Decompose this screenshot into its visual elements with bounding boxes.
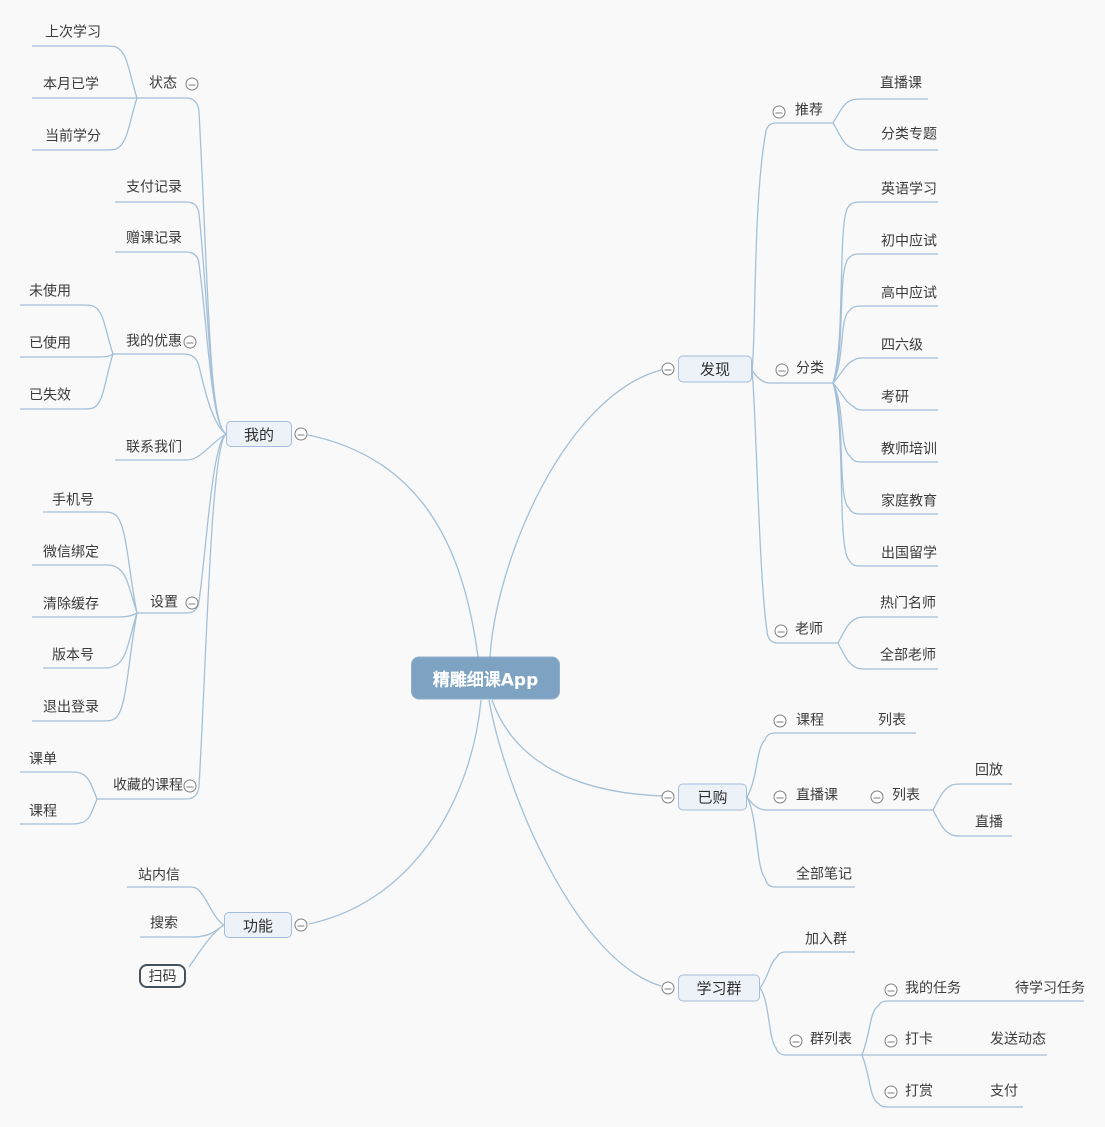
node-last-study[interactable]: 上次学习 (45, 24, 101, 41)
node-wechat-binding[interactable]: 微信绑定 (43, 544, 99, 561)
node-contact-us[interactable]: 联系我们 (126, 439, 182, 456)
node-reward[interactable]: 打赏 (905, 1083, 933, 1100)
node-study-abroad[interactable]: 出国留学 (881, 545, 937, 562)
node-check-in[interactable]: 打卡 (905, 1031, 933, 1048)
node-coupon-expired[interactable]: 已失效 (29, 387, 71, 404)
root-topic[interactable]: 精雕细课App (411, 656, 560, 700)
node-logout[interactable]: 退出登录 (43, 699, 99, 716)
topic-features[interactable]: 功能 (224, 912, 292, 938)
node-cet46[interactable]: 四六级 (881, 337, 923, 354)
collapse-icon-recommend[interactable] (772, 105, 786, 119)
node-settings[interactable]: 设置 (150, 594, 178, 611)
node-purchased-live[interactable]: 直播课 (796, 787, 838, 804)
node-family-education[interactable]: 家庭教育 (881, 493, 937, 510)
collapse-icon-category[interactable] (775, 363, 789, 377)
collapse-icon-my-tasks[interactable] (884, 983, 898, 997)
topic-purchased[interactable]: 已购 (678, 783, 747, 811)
node-version-number[interactable]: 版本号 (52, 647, 94, 664)
collapse-icon-settings[interactable] (185, 596, 199, 610)
node-courses-list[interactable]: 列表 (878, 712, 906, 729)
collapse-icon-features[interactable] (294, 918, 308, 932)
node-all-notes[interactable]: 全部笔记 (796, 866, 852, 883)
collapse-icon-purchased-live[interactable] (773, 790, 787, 804)
node-favorite-courses[interactable]: 收藏的课程 (113, 777, 183, 794)
node-course-list-fav[interactable]: 课单 (29, 751, 57, 768)
node-purchased-courses[interactable]: 课程 (796, 712, 824, 729)
node-status[interactable]: 状态 (149, 75, 177, 92)
node-send-update[interactable]: 发送动态 (990, 1031, 1046, 1048)
node-live[interactable]: 直播 (975, 814, 1003, 831)
node-hot-teachers[interactable]: 热门名师 (880, 595, 936, 612)
collapse-icon-check-in[interactable] (884, 1034, 898, 1048)
collapse-icon-coupons[interactable] (183, 335, 197, 349)
node-site-message[interactable]: 站内信 (138, 867, 180, 884)
node-coupon-unused[interactable]: 未使用 (29, 283, 71, 300)
node-category[interactable]: 分类 (796, 360, 824, 377)
node-phone-number[interactable]: 手机号 (52, 492, 94, 509)
node-my-tasks[interactable]: 我的任务 (905, 980, 961, 997)
node-senior-exam[interactable]: 高中应试 (881, 285, 937, 302)
node-category-topics[interactable]: 分类专题 (881, 126, 937, 143)
topic-study-group[interactable]: 学习群 (678, 974, 760, 1002)
collapse-icon-purchased-courses[interactable] (773, 714, 787, 728)
collapse-icon-group-list[interactable] (789, 1034, 803, 1048)
node-current-credits[interactable]: 当前学分 (45, 128, 101, 145)
node-junior-exam[interactable]: 初中应试 (881, 233, 937, 250)
collapse-icon-status[interactable] (185, 77, 199, 91)
node-teacher-training[interactable]: 教师培训 (881, 441, 937, 458)
node-group-list[interactable]: 群列表 (810, 1031, 852, 1048)
node-search[interactable]: 搜索 (150, 915, 178, 932)
node-coupon-used[interactable]: 已使用 (29, 335, 71, 352)
node-my-coupons[interactable]: 我的优惠 (126, 333, 182, 350)
collapse-icon-favorites[interactable] (183, 779, 197, 793)
collapse-icon-study-group[interactable] (661, 981, 675, 995)
node-payment-records[interactable]: 支付记录 (126, 179, 182, 196)
node-month-studied[interactable]: 本月已学 (43, 76, 99, 93)
collapse-icon-teachers[interactable] (774, 624, 788, 638)
node-pay[interactable]: 支付 (990, 1083, 1018, 1100)
node-replay[interactable]: 回放 (975, 762, 1003, 779)
node-gift-records[interactable]: 赠课记录 (126, 230, 182, 247)
node-join-group[interactable]: 加入群 (805, 931, 847, 948)
collapse-icon-my[interactable] (294, 427, 308, 441)
node-teachers[interactable]: 老师 (795, 621, 823, 638)
collapse-icon-live-list[interactable] (870, 790, 884, 804)
node-course-fav[interactable]: 课程 (29, 803, 57, 820)
node-live-list[interactable]: 列表 (892, 787, 920, 804)
node-all-teachers[interactable]: 全部老师 (880, 647, 936, 664)
node-pending-tasks[interactable]: 待学习任务 (1015, 980, 1085, 997)
topic-my[interactable]: 我的 (226, 421, 292, 447)
topic-discover[interactable]: 发现 (678, 355, 752, 383)
node-clear-cache[interactable]: 清除缓存 (43, 596, 99, 613)
node-postgraduate[interactable]: 考研 (881, 389, 909, 406)
collapse-icon-discover[interactable] (661, 362, 675, 376)
node-live-course[interactable]: 直播课 (880, 75, 922, 92)
collapse-icon-purchased[interactable] (661, 790, 675, 804)
node-recommend[interactable]: 推荐 (795, 102, 823, 119)
node-scan-qr[interactable]: 扫码 (139, 964, 186, 988)
node-english-learning[interactable]: 英语学习 (881, 181, 937, 198)
collapse-icon-reward[interactable] (884, 1085, 898, 1099)
